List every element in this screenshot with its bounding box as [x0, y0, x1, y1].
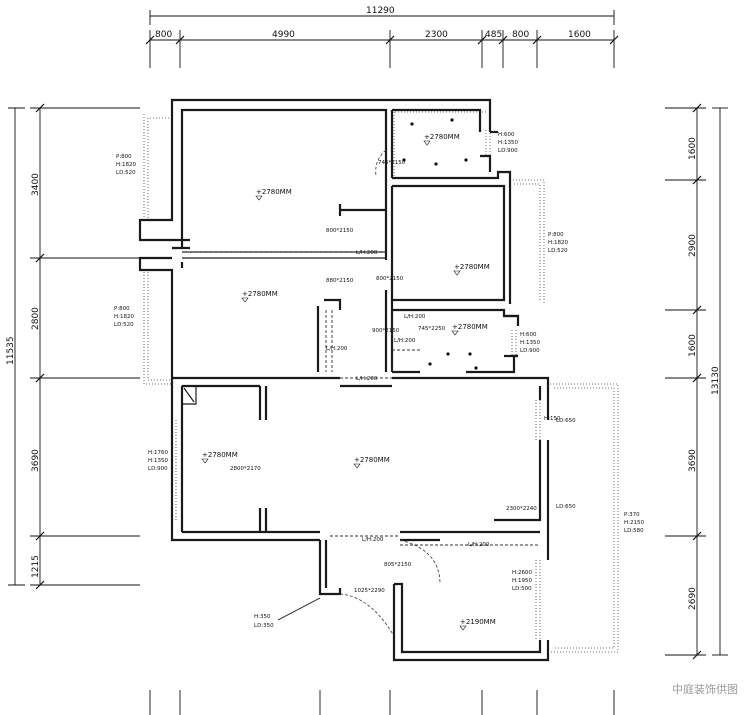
beam-annotation: L/H:200	[404, 314, 426, 320]
window-annotation: LD:900	[520, 348, 540, 354]
top-segment-1: 800	[155, 30, 172, 40]
window-annotation: H:1350	[498, 140, 518, 146]
left-total-dimension: 11535	[6, 336, 16, 365]
bathroom-fixtures	[402, 118, 478, 370]
top-dimension-line: 11290 800 4990 2300 485 800 1600	[145, 6, 619, 68]
left-dimension-line: 11535 3400 2800 3690 1215	[6, 103, 140, 590]
window-annotation: H:2150	[624, 520, 644, 526]
window-annotation: LD:900	[498, 148, 518, 154]
window-annotation: LD:520	[114, 322, 134, 328]
level-marker: +2780MM	[202, 451, 238, 459]
top-total-dimension: 11290	[366, 6, 395, 16]
left-segment-2: 2800	[31, 307, 41, 330]
level-marker: +2780MM	[354, 456, 390, 464]
right-segment-5: 2690	[688, 587, 698, 610]
window-annotation: P:800	[116, 154, 132, 160]
misc-annotation: LD:650	[556, 504, 576, 510]
right-segment-4: 3690	[688, 449, 698, 472]
window-annotation: H:1820	[114, 314, 134, 320]
level-markers: +2780MM +2780MM +2780MM +2780MM +2780MM …	[201, 133, 496, 631]
top-segment-2: 4990	[272, 30, 295, 40]
window-annotation: P:800	[548, 232, 564, 238]
left-segment-1: 3400	[31, 173, 41, 196]
window-annotation: LD:500	[512, 586, 532, 592]
window-annotation: H:1760	[148, 450, 168, 456]
door-annotation: 2300*2240	[506, 506, 537, 512]
level-marker: +2780MM	[242, 290, 278, 298]
level-marker: +2780MM	[256, 188, 292, 196]
window-annotation: H:1350	[148, 458, 168, 464]
misc-annotation: LD:350	[254, 623, 274, 629]
level-marker: +2190MM	[460, 618, 496, 626]
bottom-dimension-ticks	[149, 690, 615, 715]
beam-annotation: L/H:200	[468, 542, 490, 548]
annotations: P:800 H:1820 LD:520 P:800 H:1820 LD:520 …	[114, 132, 644, 629]
window-annotation: P:800	[114, 306, 130, 312]
beam-annotation: L/H:200	[356, 376, 378, 382]
door-annotation: 805*2150	[384, 562, 412, 568]
right-segment-3: 1600	[688, 334, 698, 357]
window-annotation: LD:520	[548, 248, 568, 254]
window-annotation: H:1350	[520, 340, 540, 346]
window-annotation: LD:580	[624, 528, 644, 534]
level-marker: +2780MM	[452, 323, 488, 331]
right-segment-2: 2900	[688, 234, 698, 257]
beam-annotation: L/H:200	[394, 338, 416, 344]
right-dimension-line: 13130 1600 2900 1600 3690 2690	[665, 103, 728, 660]
window-annotation: H:1820	[116, 162, 136, 168]
beam-annotation: L/H:200	[362, 537, 384, 543]
window-annotation: H:600	[520, 332, 537, 338]
right-total-dimension: 13130	[711, 366, 721, 395]
misc-annotation: H:350	[254, 614, 271, 620]
window-annotation: H:2600	[512, 570, 532, 576]
balcony-rails	[143, 111, 619, 653]
misc-annotation: H:150	[544, 416, 561, 422]
left-segment-3: 3690	[31, 449, 41, 472]
level-marker: +2780MM	[424, 133, 460, 141]
top-segment-3: 2300	[425, 30, 448, 40]
window-annotation: H:1820	[548, 240, 568, 246]
left-segment-4: 1215	[31, 555, 41, 578]
top-segment-6: 1600	[568, 30, 591, 40]
top-segment-4: 485	[485, 30, 502, 40]
door-annotation: 900*2150	[372, 328, 400, 334]
door-annotation: 880*2150	[326, 278, 354, 284]
door-annotation: 800*2150	[376, 276, 404, 282]
window-annotation: H:600	[498, 132, 515, 138]
right-segment-1: 1600	[688, 137, 698, 160]
top-segment-5: 800	[512, 30, 529, 40]
door-annotation: 745*2250	[418, 326, 446, 332]
beam-annotation: L/H:200	[326, 346, 348, 352]
door-annotation: 1025*2290	[354, 588, 385, 594]
window-annotation: LD:900	[148, 466, 168, 472]
door-annotation: 2800*2170	[230, 466, 261, 472]
door-annotation: 800*2150	[326, 228, 354, 234]
door-annotation: 745*2150	[378, 160, 406, 166]
window-annotation: P:370	[624, 512, 640, 518]
door-swings	[339, 149, 441, 637]
beam-annotation: L/H:200	[356, 250, 378, 256]
door-annotation: LD:650	[556, 418, 576, 424]
window-annotation: LD:520	[116, 170, 136, 176]
level-marker: +2780MM	[454, 263, 490, 271]
leader-lines	[277, 597, 321, 621]
window-annotation: H:1950	[512, 578, 532, 584]
watermark: 中庭装饰供图	[672, 683, 738, 696]
beam-lines	[182, 251, 540, 546]
walls	[138, 98, 550, 662]
